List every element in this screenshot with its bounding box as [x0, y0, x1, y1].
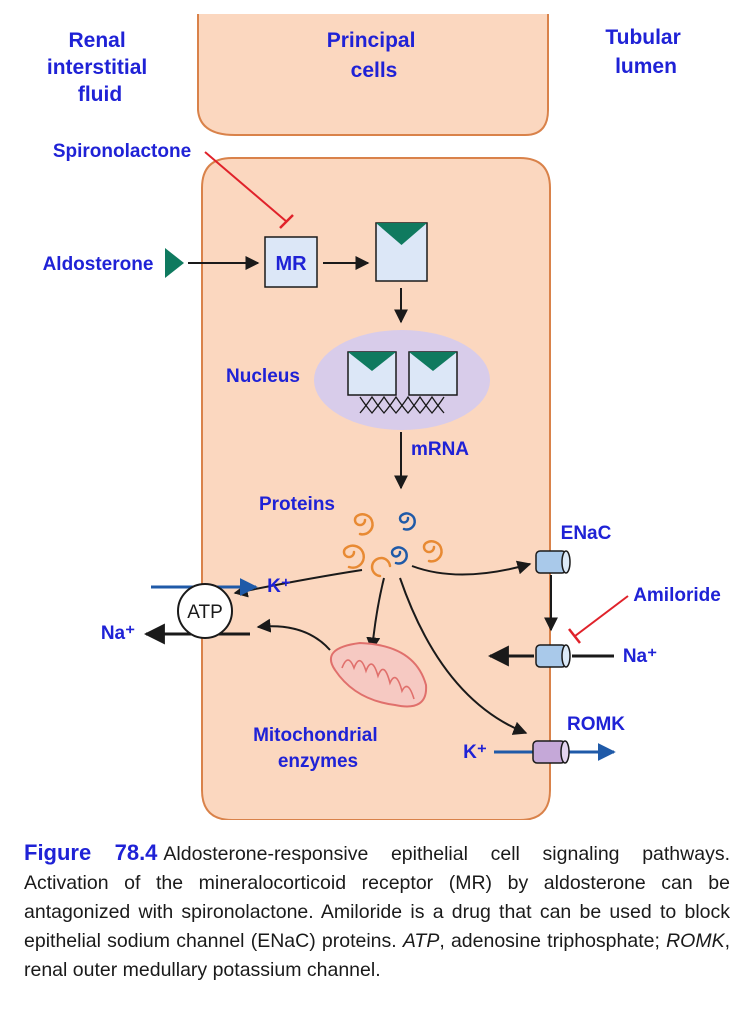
mitochondria-to-atp-arrow [256, 618, 331, 651]
enac-membrane-channel-icon [535, 644, 571, 668]
principal-cells-label: Principal cells [327, 29, 422, 82]
proteins-to-enac-arrow [411, 560, 532, 576]
proteins-to-romk-arrow [399, 577, 528, 735]
enac-channel-icon [535, 550, 571, 574]
amiloride-label: Amiloride [633, 585, 721, 606]
caption-atp-abbr: ATP [402, 930, 440, 952]
figure-number: Figure 78.4 [24, 840, 158, 865]
romk-label: ROMK [567, 714, 625, 735]
na-plus-left-label: Na⁺ [101, 623, 135, 644]
caption-text-2: , adenosine triphosphate; [439, 930, 667, 952]
nucleus [314, 330, 490, 430]
aldosterone-ligand-icon [165, 248, 184, 278]
na-plus-right-label: Na⁺ [623, 646, 657, 667]
spironolactone-inhibition-line [204, 151, 288, 223]
mr-label: MR [275, 253, 307, 275]
nuclear-receptor-dimer [347, 351, 458, 396]
proteins-label: Proteins [259, 494, 335, 515]
caption-text-1: Aldosterone-responsive epithelial cell s… [24, 843, 730, 952]
k-plus-left-label: K⁺ [267, 576, 291, 597]
aldosterone-signaling-diagram: Renal interstitial fluid Principal cells… [43, 14, 721, 820]
caption-text-3: , renal outer medullary potassium channe… [24, 930, 730, 981]
mitochondrion-icon [329, 641, 428, 708]
spironolactone-label: Spironolactone [53, 141, 191, 162]
dna-helix-icon [359, 395, 445, 414]
mr-receptor-box [264, 236, 318, 288]
k-plus-right-label: K⁺ [463, 742, 487, 763]
atp-label: ATP [187, 602, 223, 623]
tubular-lumen-label: Tubular lumen [605, 26, 686, 78]
aldosterone-label: Aldosterone [43, 254, 154, 275]
mrna-label: mRNA [411, 439, 469, 460]
spironolactone-inhibition-bar [279, 214, 294, 229]
romk-channel-icon [532, 740, 570, 764]
mitochondrial-enzymes-label: Mitochondrial enzymes [253, 725, 383, 772]
principal-cell [201, 157, 551, 820]
enac-label: ENaC [561, 523, 612, 544]
activated-receptor-complex [375, 222, 428, 282]
nucleus-label: Nucleus [226, 366, 300, 387]
caption-romk-abbr: ROMK [666, 930, 725, 952]
amiloride-inhibition-bar [568, 628, 581, 644]
protein-coils-icon [342, 512, 443, 578]
atp-pump-circle [177, 583, 233, 639]
amiloride-inhibition-line [574, 595, 629, 637]
renal-fluid-label: Renal interstitial fluid [47, 29, 153, 106]
upper-principal-cell [197, 14, 549, 136]
proteins-to-mitochondria-arrow [366, 577, 385, 652]
